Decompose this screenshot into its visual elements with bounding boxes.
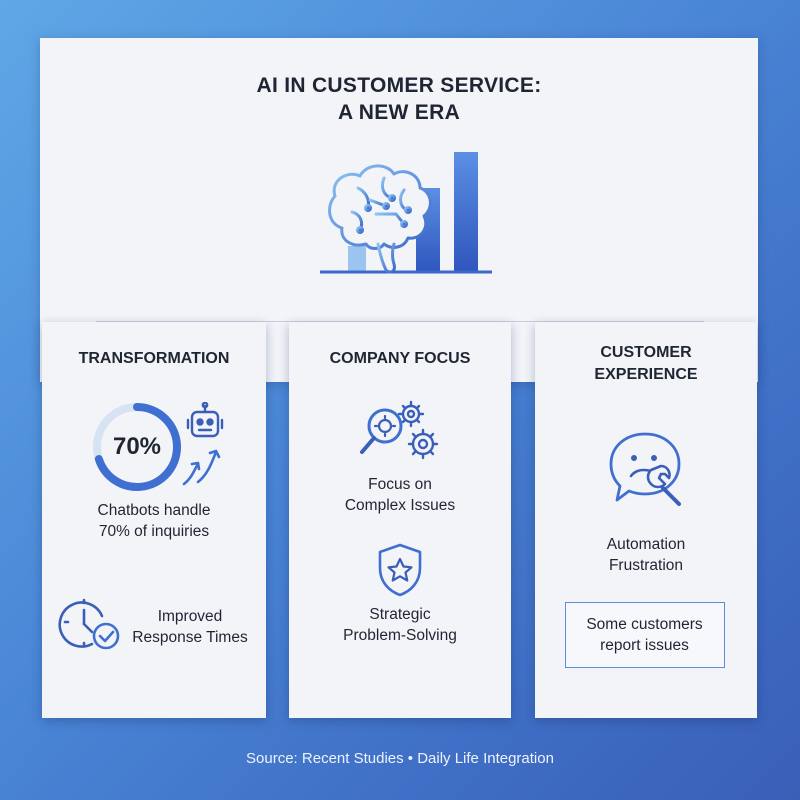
stat-value: 70%	[112, 433, 162, 460]
brain-circuit-icon	[328, 164, 432, 274]
shield-star-icon	[378, 543, 422, 597]
panel-title: COMPANY FOCUS	[329, 350, 471, 367]
frustration-text-line-1: Automation	[606, 536, 686, 553]
benefit-text-line-2: Response Times	[132, 629, 248, 646]
panel-title-line-1: CUSTOMER	[600, 344, 692, 361]
clock-check-icon	[58, 598, 120, 650]
frustration-text: Automation Frustration	[535, 534, 757, 576]
note-box: Some customers report issues	[565, 602, 725, 668]
panel-title-line-2: EXPERIENCE	[594, 366, 698, 383]
strategy-text: Strategic Problem-Solving	[289, 604, 511, 646]
focus-text-line-1: Focus on	[368, 476, 432, 493]
note-text-line-1: Some customers	[586, 616, 703, 633]
note-text: Some customers report issues	[566, 614, 723, 656]
frustration-text-line-2: Frustration	[608, 557, 684, 574]
sad-chat-wrench-icon	[609, 432, 681, 506]
focus-text-line-2: Complex Issues	[344, 497, 456, 514]
source-footer: Source: Recent Studies • Daily Life Inte…	[246, 750, 554, 767]
stat-description-line-1: Chatbots handle	[97, 502, 211, 519]
progress-ring: 70%	[90, 400, 184, 494]
page-title: AI IN CUSTOMER SERVICE: A NEW ERA	[40, 72, 758, 126]
panel-title: CUSTOMER EXPERIENCE	[535, 342, 757, 386]
header-divider	[96, 321, 704, 322]
note-text-line-2: report issues	[600, 637, 689, 654]
stat-description-line-2: 70% of inquiries	[98, 523, 210, 540]
panel-company-focus: COMPANY FOCUS Focus on Complex Issues St…	[289, 322, 511, 718]
strategy-text-line-1: Strategic	[369, 606, 431, 623]
panel-transformation: TRANSFORMATION 70% Chatbots handle 70% o…	[42, 322, 266, 718]
benefit-text: Improved Response Times	[126, 606, 254, 648]
growth-arrows-icon	[182, 449, 221, 486]
strategy-text-line-2: Problem-Solving	[343, 627, 457, 644]
magnifier-gears-icon	[360, 400, 439, 460]
focus-text: Focus on Complex Issues	[289, 474, 511, 516]
hero-illustration	[320, 152, 492, 274]
panel-title: TRANSFORMATION	[78, 350, 230, 367]
progress-ring-arc	[93, 403, 181, 491]
stat-description: Chatbots handle 70% of inquiries	[42, 500, 266, 542]
robot-icon	[186, 402, 224, 438]
benefit-text-line-1: Improved	[157, 608, 223, 625]
page-title-line-1: AI IN CUSTOMER SERVICE:	[256, 74, 542, 97]
panel-customer-experience: CUSTOMER EXPERIENCE Automation Frustrati…	[535, 322, 757, 718]
page-title-line-2: A NEW ERA	[337, 101, 461, 124]
